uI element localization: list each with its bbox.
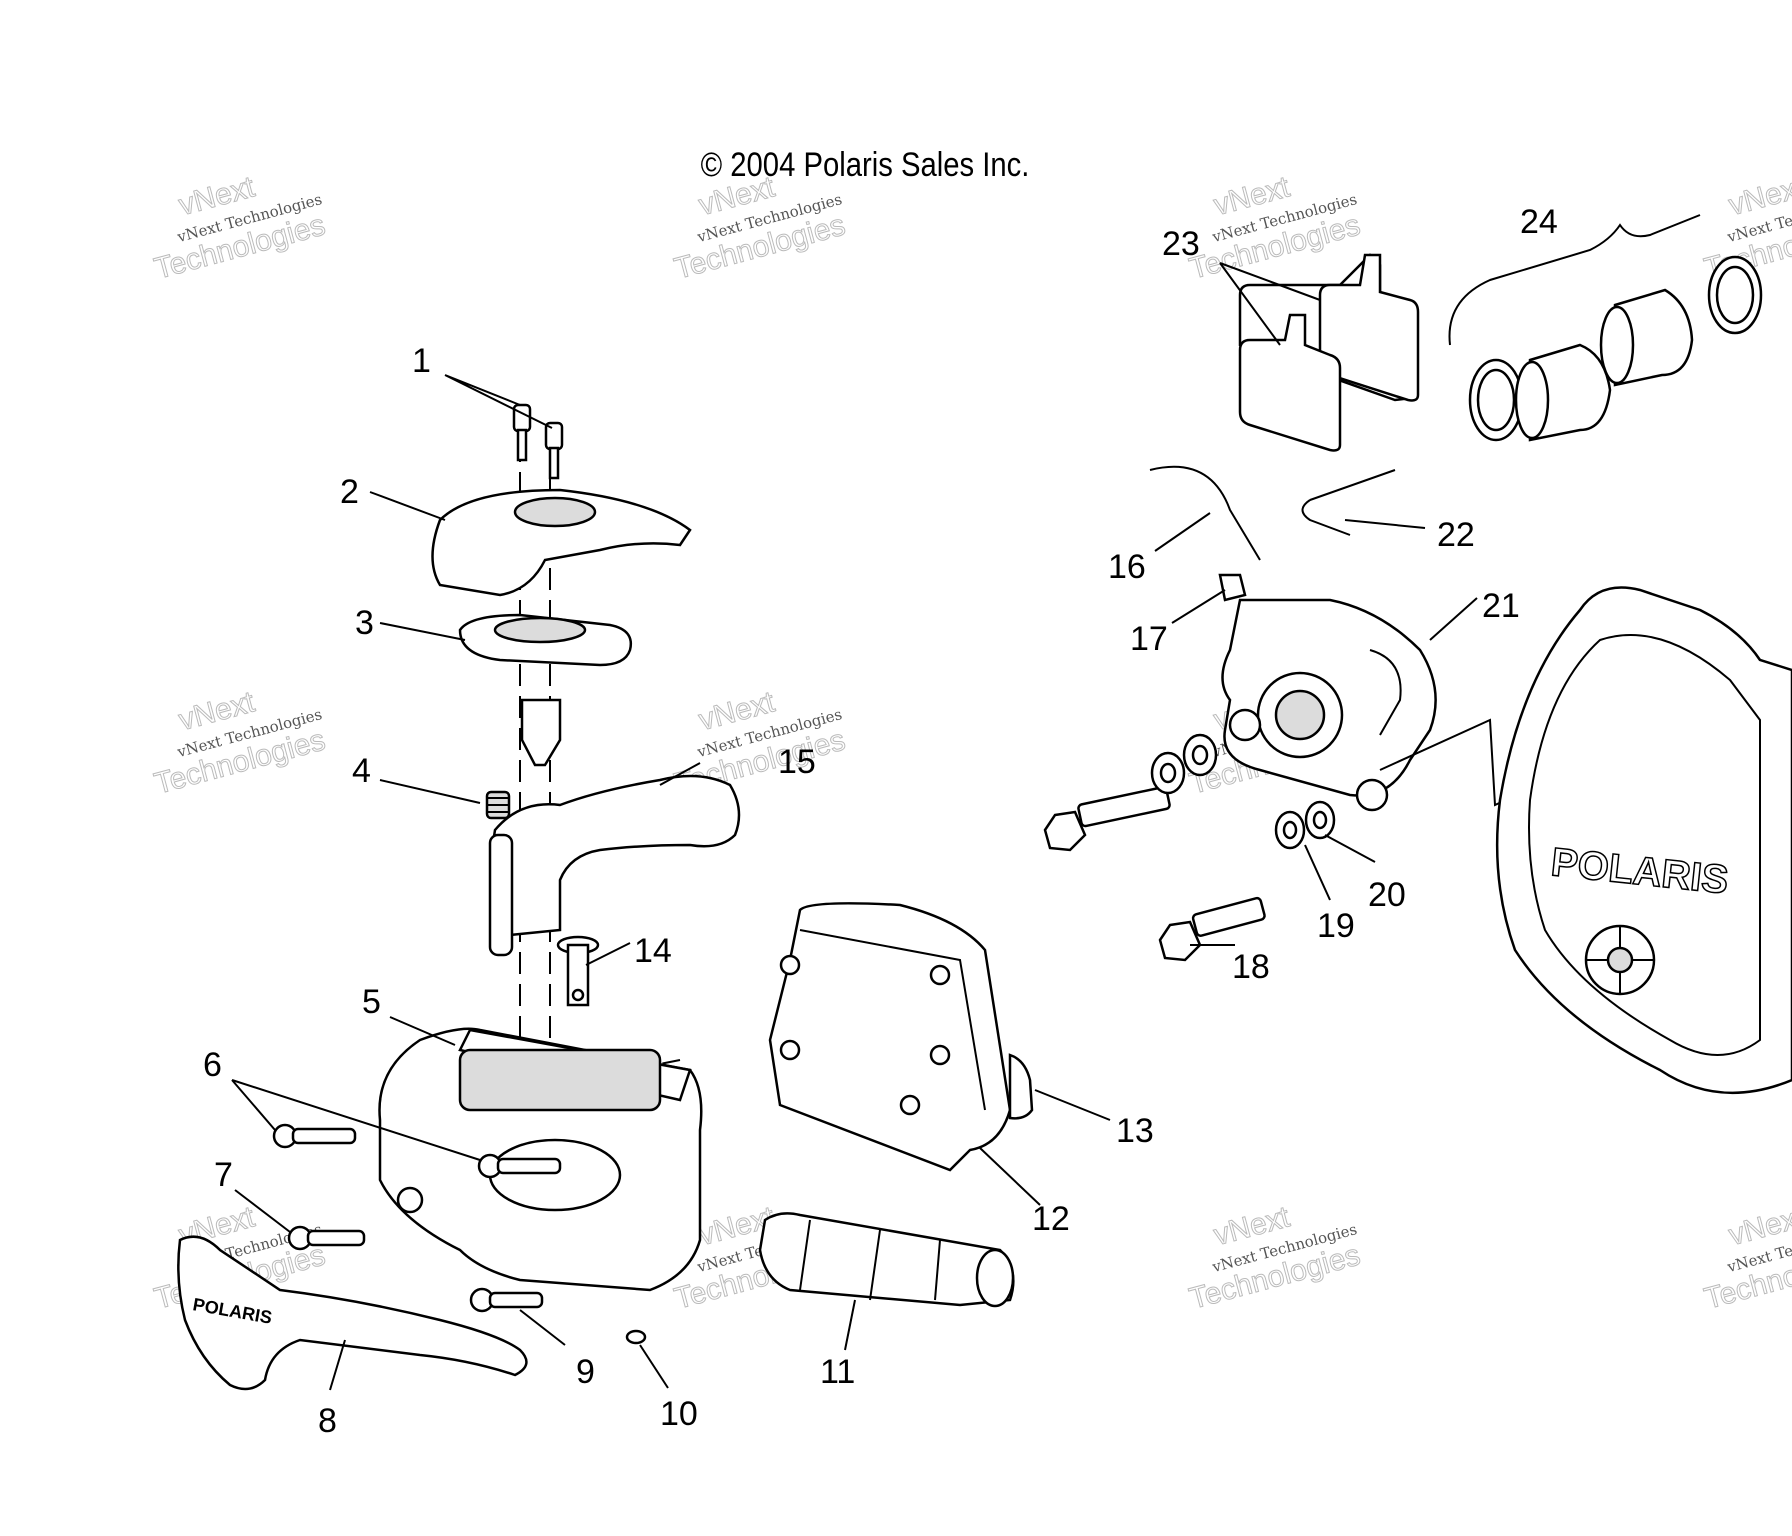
- part-3-diaphragm: [458, 613, 633, 767]
- part-11-grip-sleeve: [758, 1212, 1015, 1308]
- callout-8: 8: [318, 1402, 337, 1440]
- callout-21: 21: [1482, 587, 1520, 625]
- part-24-pistons: [1448, 214, 1763, 442]
- part-18-bolts: [1043, 786, 1266, 962]
- part-8-brake-lever: POLARIS: [177, 1235, 528, 1391]
- part-15-lever-arm: [492, 774, 741, 937]
- part-13-cap: [1008, 1053, 1034, 1120]
- part-15-pivot: [488, 833, 514, 957]
- callout-17: 17: [1130, 620, 1168, 658]
- callout-19: 19: [1317, 907, 1355, 945]
- callout-20: 20: [1368, 876, 1406, 914]
- callout-5: 5: [362, 983, 381, 1021]
- callout-13: 13: [1116, 1112, 1154, 1150]
- part-16-brake-line: [1149, 465, 1261, 561]
- copyright-notice: © 2004 Polaris Sales Inc.: [700, 146, 1030, 184]
- part-17-bleeder: [1218, 573, 1247, 602]
- part-2-reservoir-cover: [431, 488, 692, 597]
- part-19-20-washers: [1150, 733, 1336, 850]
- watermark: vNext vNext Technologies Technologies: [1186, 170, 1365, 286]
- callout-2: 2: [340, 473, 359, 511]
- part-14-pin: [556, 935, 600, 1007]
- callout-6: 6: [203, 1046, 222, 1084]
- callout-16: 16: [1108, 548, 1146, 586]
- part-6-screws: [272, 1123, 562, 1179]
- callout-9: 9: [576, 1353, 595, 1391]
- watermark: vNext vNext Technologies Technologies: [671, 170, 850, 286]
- chaincase-cover: POLARIS: [1495, 586, 1792, 1095]
- callout-3: 3: [355, 604, 374, 642]
- callout-22: 22: [1437, 516, 1475, 554]
- part-23-brake-pads: [1238, 253, 1420, 452]
- callout-11: 11: [820, 1353, 855, 1391]
- callout-12: 12: [1032, 1200, 1070, 1238]
- callout-14: 14: [634, 932, 672, 970]
- part-21-caliper: [1221, 598, 1437, 812]
- callout-1: 1: [412, 342, 431, 380]
- callout-labels: 1 2 3 4 5 6 7 8 9 10 11 12 13 14 15 16 1…: [203, 203, 1558, 1440]
- callout-23: 23: [1162, 225, 1200, 263]
- part-10-clip: [625, 1329, 647, 1345]
- part-7-screw: [287, 1225, 366, 1251]
- part-12-cover: [768, 902, 1012, 1172]
- callout-18: 18: [1232, 948, 1270, 986]
- part-1-screws: [512, 403, 564, 480]
- callout-24: 24: [1520, 203, 1558, 241]
- leader-lines: [231, 262, 1478, 1391]
- watermark: vNext vNext Technologies Technologies: [1186, 1200, 1365, 1316]
- watermark: vNext vNext Technologies Technologies: [151, 685, 330, 801]
- callout-15: 15: [778, 743, 816, 781]
- part-22-clip: [1301, 469, 1396, 536]
- part-2-cover-top: [513, 496, 597, 528]
- callout-4: 4: [352, 752, 371, 790]
- watermark: vNext vNext Technologies Technologies: [151, 170, 330, 286]
- part-9-screw: [469, 1287, 544, 1313]
- watermark: vNext vNext Technologies Technologies: [1701, 1200, 1792, 1316]
- callout-10: 10: [660, 1395, 698, 1433]
- part-4-spring: [485, 790, 511, 820]
- callout-7: 7: [214, 1156, 233, 1194]
